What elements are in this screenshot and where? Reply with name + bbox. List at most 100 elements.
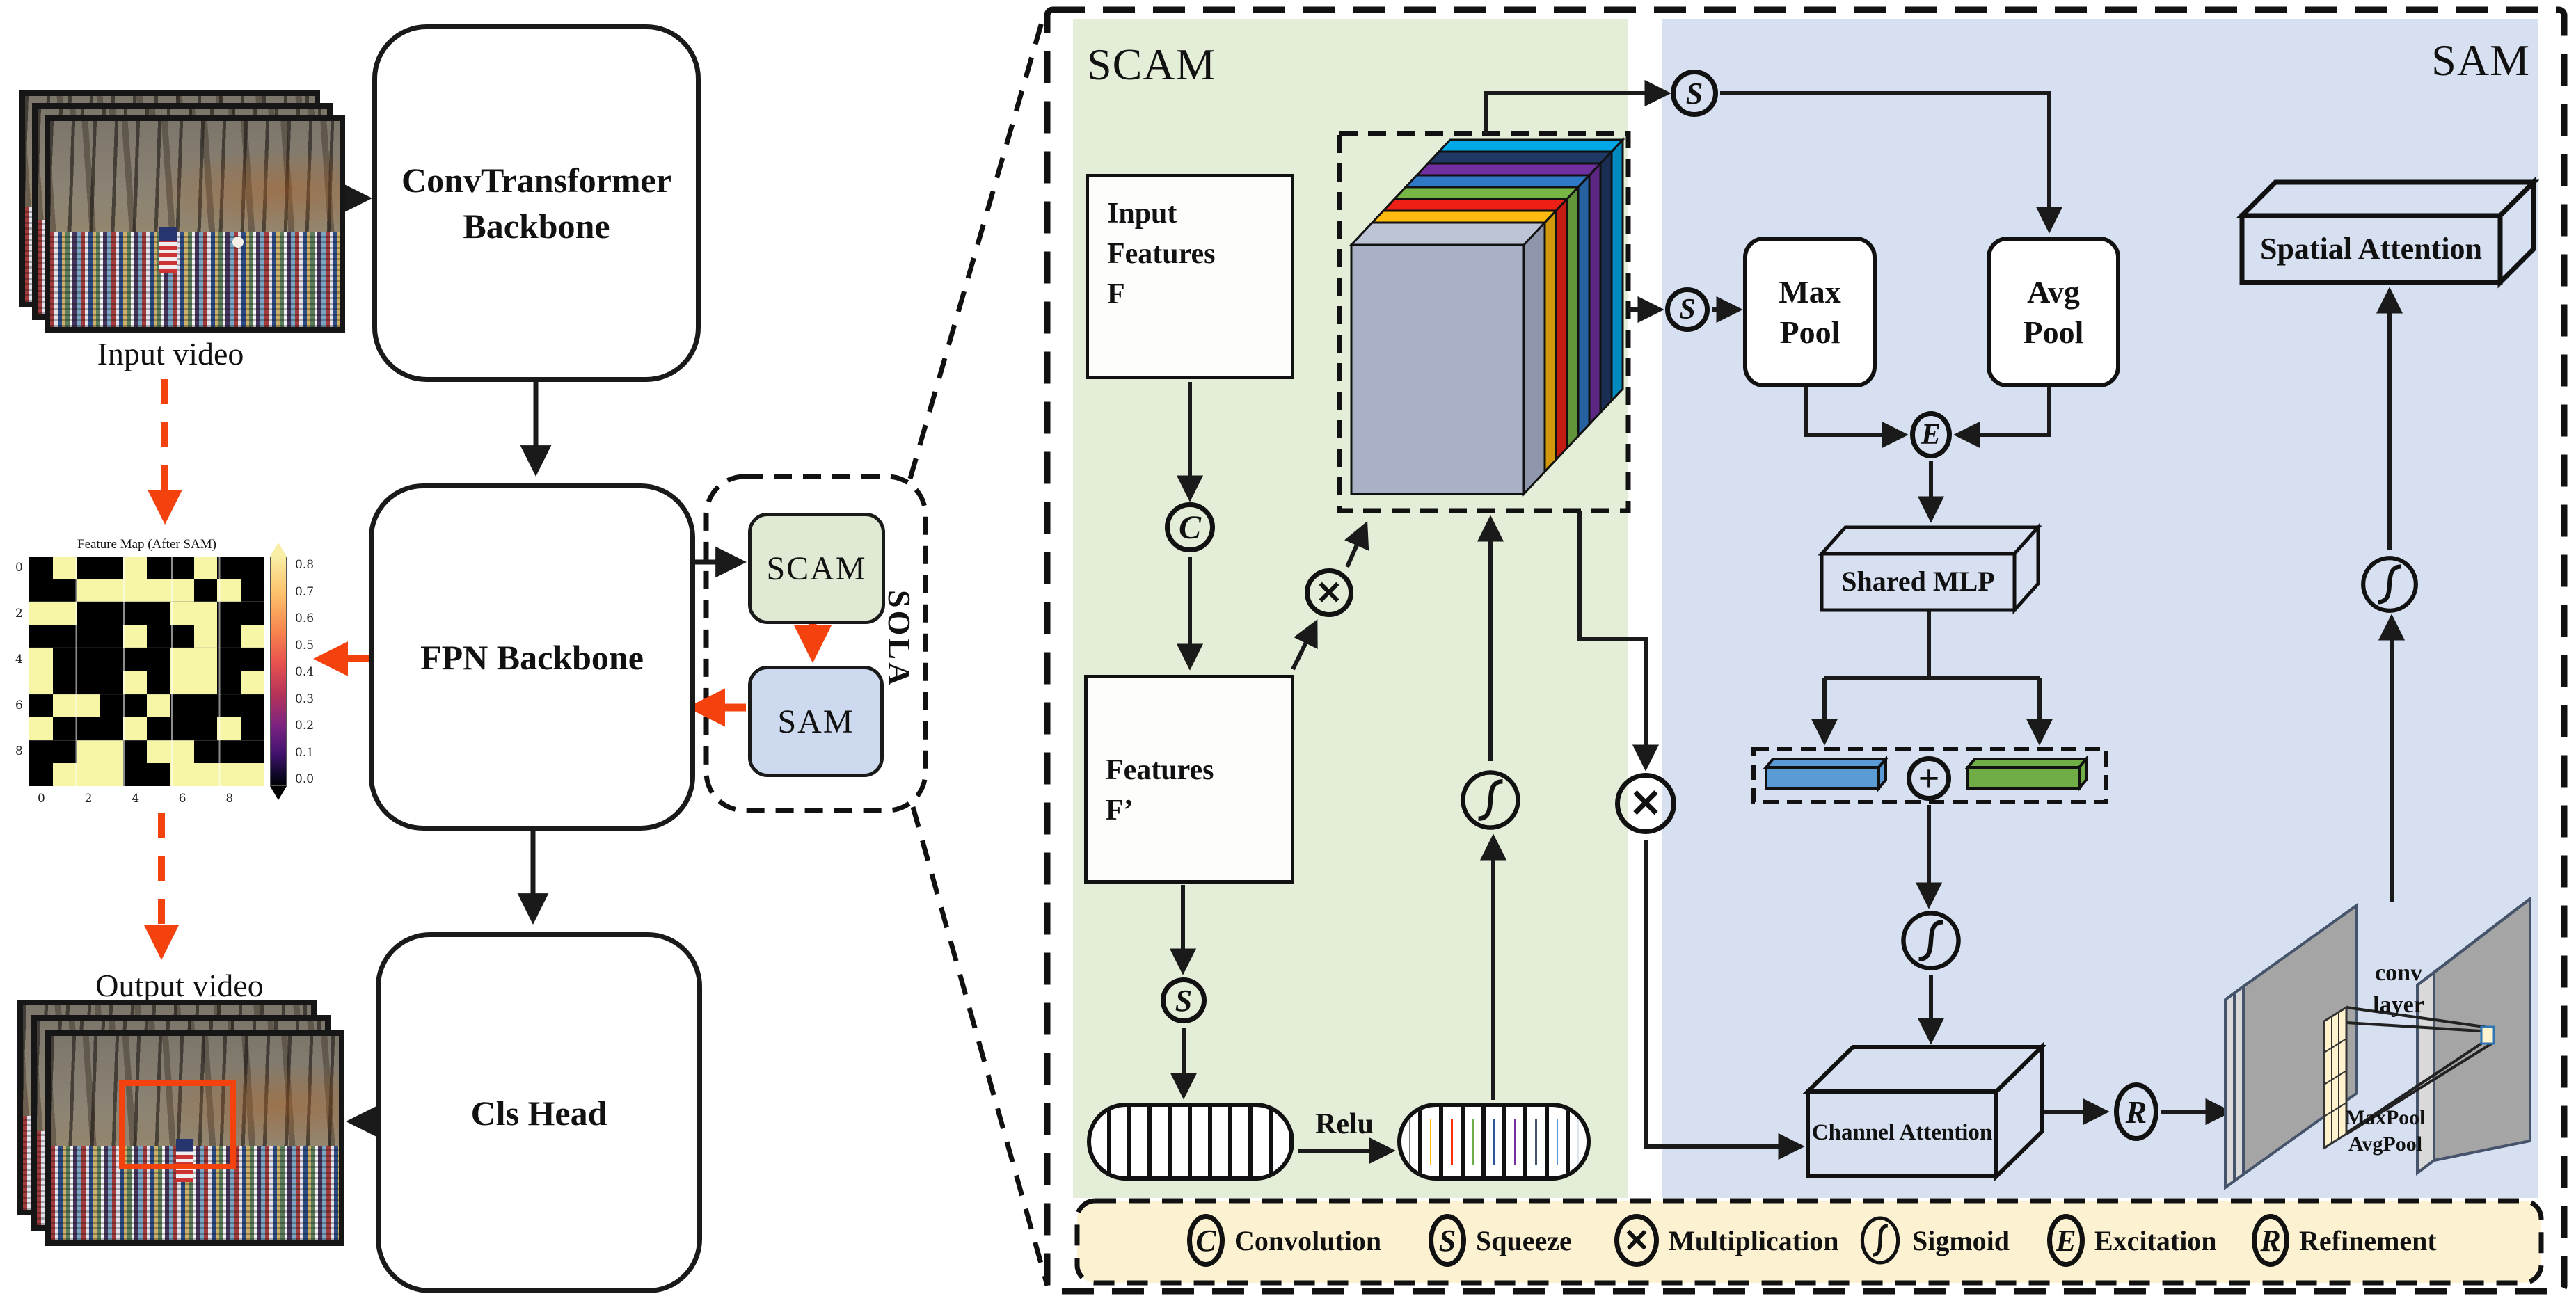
heatmap-cell — [29, 694, 53, 717]
line-avgpool-to-excitation — [1953, 381, 2051, 449]
heatmap-cell — [29, 602, 53, 625]
heatmap-cell — [146, 763, 170, 786]
heatmap-cell — [217, 579, 241, 602]
feature-map-grid — [29, 557, 264, 786]
heatmap-cell — [193, 557, 218, 579]
heatmap-cell — [123, 694, 147, 717]
input-video-label: Input video — [97, 336, 244, 371]
sigmoid-icon — [1458, 768, 1522, 836]
heatmap-cell — [52, 740, 77, 763]
scam-section-title: SCAM — [1087, 40, 1216, 89]
heatmap-cell — [217, 717, 241, 740]
output-video-frame — [45, 1030, 344, 1246]
heatmap-cell — [217, 694, 241, 717]
heatmap-cell — [29, 625, 53, 648]
excitation-icon: E — [1910, 411, 1952, 458]
heatmap-cell — [100, 579, 124, 602]
heatmap-cell — [52, 694, 77, 717]
feature-cube — [1349, 137, 1625, 497]
multiply-icon: ✕ — [1615, 773, 1676, 834]
heatmap-cell — [146, 648, 170, 671]
heatmap-cell — [170, 625, 194, 648]
squeeze-icon: S — [1429, 1214, 1466, 1267]
sigmoid-icon — [1860, 1216, 1900, 1265]
features-prime-line2: F’ — [1106, 794, 1134, 826]
zoom-connector-top — [907, 15, 1047, 479]
heatmap-cell — [241, 557, 264, 579]
legend-label: Sigmoid — [1912, 1224, 2010, 1256]
heatmap-cell — [217, 763, 241, 786]
heatmap-cell — [241, 648, 264, 671]
heatmap-cell — [52, 717, 77, 740]
max-pool-line1: Max — [1779, 274, 1841, 310]
channel-attention-box — [1802, 1041, 2047, 1182]
refinement-icon: R — [2252, 1214, 2289, 1267]
heatmap-cell — [29, 557, 53, 579]
legend-label: Squeeze — [1476, 1224, 1572, 1256]
heatmap-cell — [76, 579, 100, 602]
convolution-icon: C — [1165, 502, 1215, 552]
sola-sam-label: SAM — [777, 703, 854, 740]
max-pool-line2: Pool — [1779, 314, 1840, 350]
multiply-icon: ✕ — [1614, 1214, 1659, 1267]
detection-red-box — [119, 1080, 236, 1169]
heatmap-cell — [170, 648, 194, 671]
heatmap-cell — [193, 648, 218, 671]
heatmap-cell — [29, 671, 53, 694]
conv-backbone-line2: Backbone — [463, 207, 610, 246]
colorbar-tip-top — [270, 543, 287, 557]
heatmap-cell — [100, 740, 124, 763]
heatmap-cell — [100, 625, 124, 648]
line-mlp-split — [1824, 610, 2040, 680]
input-features-box: Input Features F — [1086, 174, 1294, 379]
heatmap-cell — [52, 602, 77, 625]
heatmap-cell — [146, 671, 170, 694]
max-pool-box: Max Pool — [1743, 237, 1877, 387]
heatmap-cell — [170, 557, 194, 579]
legend-item: E Excitation — [2047, 1210, 2217, 1270]
output-video-label: Output video — [95, 968, 264, 1003]
heatmap-cell — [146, 579, 170, 602]
heatmap-cell — [52, 625, 77, 648]
heatmap-cell — [29, 579, 53, 602]
heatmap-cell — [193, 694, 218, 717]
heatmap-cell — [123, 740, 147, 763]
cls-head-label: Cls Head — [470, 1093, 607, 1133]
heatmap-cell — [52, 648, 77, 671]
legend-label: Excitation — [2094, 1224, 2217, 1256]
sola-label: SOLA — [882, 590, 917, 689]
arrow-featprime-to-mult — [1291, 619, 1318, 671]
heatmap-cell — [170, 602, 194, 625]
heatmap-cell — [146, 602, 170, 625]
legend-item: S Squeeze — [1429, 1210, 1572, 1270]
blue-descriptor-bar — [1763, 755, 1889, 792]
heatmap-cell — [193, 740, 218, 763]
heatmap-cell — [100, 648, 124, 671]
sola-scam-box: SCAM — [748, 513, 885, 624]
heatmap-cell — [170, 671, 194, 694]
heatmap-cell — [170, 740, 194, 763]
heatmap-cell — [100, 557, 124, 579]
descriptor-dashed-box — [1751, 747, 2108, 804]
heatmap-cell — [241, 740, 264, 763]
heatmap-cell — [123, 671, 147, 694]
heatmap-cell — [193, 763, 218, 786]
heatmap-cell — [241, 625, 264, 648]
legend-label: Convolution — [1234, 1224, 1382, 1256]
colorbar-tip-bottom — [270, 786, 287, 800]
line-cube-to-mult2 — [1577, 511, 1660, 772]
zoom-connector-bottom — [910, 806, 1050, 1286]
heatmap-cell — [100, 717, 124, 740]
heatmap-cell — [100, 602, 124, 625]
heatmap-cell — [123, 602, 147, 625]
conv-kernel-projection — [2323, 1005, 2495, 1150]
spatial-attention-label: Spatial Attention — [2259, 232, 2483, 266]
squeeze-icon: S — [1671, 70, 1718, 117]
heatmap-cell — [29, 717, 53, 740]
heatmap-cell — [217, 740, 241, 763]
heatmap-cell — [241, 763, 264, 786]
relu-label: Relu — [1315, 1108, 1374, 1140]
